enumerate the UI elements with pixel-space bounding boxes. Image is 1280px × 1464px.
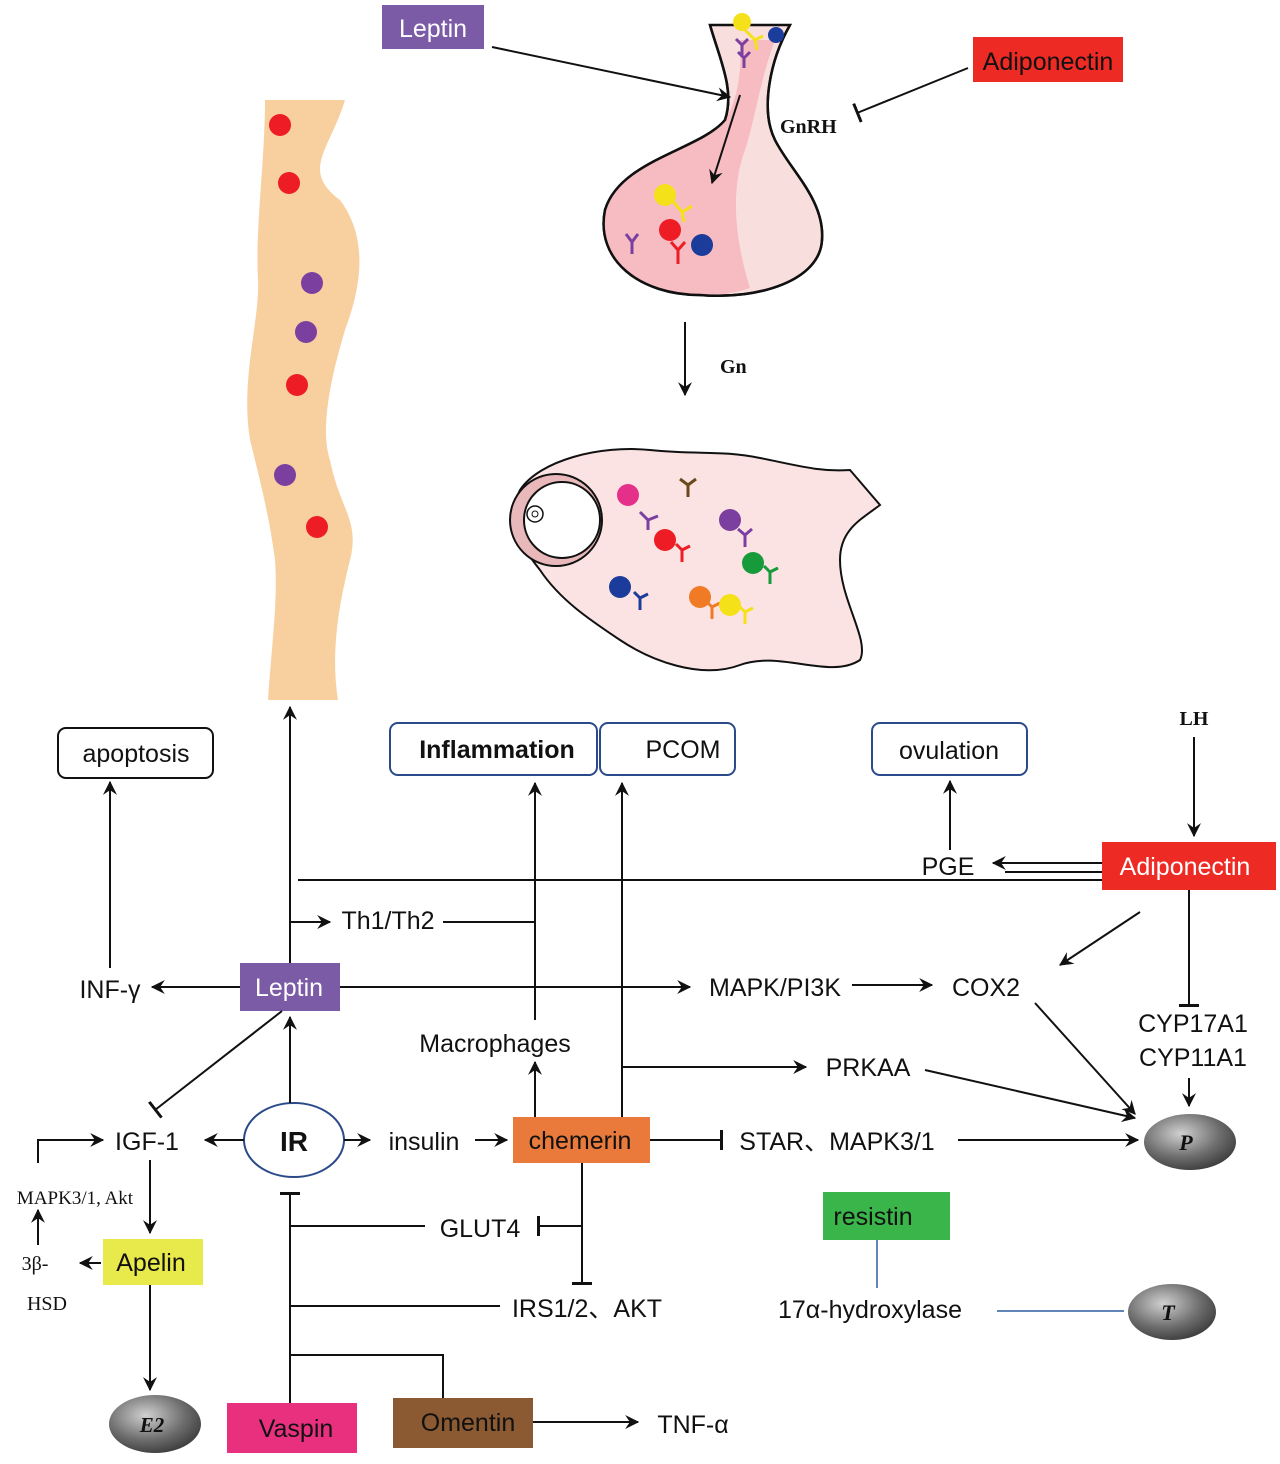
adiponectin-top-box: Adiponectin xyxy=(973,37,1123,82)
chemerin-label: chemerin xyxy=(529,1127,632,1155)
gnrh-label: GnRH xyxy=(780,116,837,138)
ir-node: IR xyxy=(243,1102,345,1178)
adiponectin-label: Adiponectin xyxy=(1120,853,1251,881)
mapk-pi3k-label: MAPK/PI3K xyxy=(709,974,841,1002)
macrophages-label: Macrophages xyxy=(419,1030,570,1058)
prkaa-label: PRKAA xyxy=(826,1054,911,1082)
vaspin-box: Vaspin xyxy=(227,1403,357,1453)
blood-vessel-molecules xyxy=(269,114,328,538)
irs-akt-label: IRS1/2、AKT xyxy=(512,1295,662,1323)
hydroxylase-label: 17α-hydroxylase xyxy=(778,1296,962,1324)
igf1-label: IGF-1 xyxy=(115,1128,179,1156)
inflammation-label: Inflammation xyxy=(419,736,575,764)
pge-label: PGE xyxy=(922,853,975,881)
insulin-label: insulin xyxy=(389,1128,460,1156)
ovulation-label: ovulation xyxy=(899,737,999,765)
cyp17a1-label: CYP17A1 xyxy=(1138,1010,1248,1038)
resistin-box: resistin xyxy=(823,1192,950,1240)
star-mapk-label: STAR、MAPK3/1 xyxy=(739,1128,934,1156)
e2-hormone-disc: E2 xyxy=(109,1395,201,1453)
leptin-top-box: Leptin xyxy=(382,5,484,49)
cyp11a1-label: CYP11A1 xyxy=(1139,1044,1247,1072)
adiponectin-box: Adiponectin xyxy=(1102,842,1276,890)
t-hormone-label: T xyxy=(1161,1300,1176,1325)
apelin-label: Apelin xyxy=(116,1249,186,1277)
th1th2-label: Th1/Th2 xyxy=(341,907,434,935)
hsd-line1-label: 3β- xyxy=(22,1253,49,1275)
e2-hormone-label: E2 xyxy=(139,1413,165,1437)
vaspin-label: Vaspin xyxy=(259,1415,334,1443)
ovary xyxy=(509,448,882,672)
top-edges xyxy=(491,46,969,397)
p-hormone-label: P xyxy=(1178,1130,1193,1155)
leptin-top-label: Leptin xyxy=(399,15,467,43)
omentin-box: Omentin xyxy=(393,1398,533,1448)
pcom-label: PCOM xyxy=(646,736,721,764)
apelin-box: Apelin xyxy=(103,1239,203,1285)
blood-vessel xyxy=(247,100,360,700)
ovulation-box: ovulation xyxy=(871,722,1028,776)
leptin-label: Leptin xyxy=(255,974,323,1002)
hsd-line2-label: HSD xyxy=(27,1293,67,1315)
t-hormone-disc: T xyxy=(1128,1284,1216,1340)
mapk-akt-label: MAPK3/1, Akt xyxy=(17,1188,134,1209)
apoptosis-label: apoptosis xyxy=(82,740,189,768)
lh-label: LH xyxy=(1180,708,1209,730)
ir-label: IR xyxy=(280,1126,308,1157)
chemerin-box: chemerin xyxy=(513,1117,650,1163)
omentin-label: Omentin xyxy=(421,1409,515,1437)
pathway-edges xyxy=(31,705,1201,1429)
p-hormone-disc: P xyxy=(1144,1114,1236,1170)
leptin-box: Leptin xyxy=(240,963,340,1011)
inf-gamma-label: INF-γ xyxy=(79,976,141,1004)
gn-label: Gn xyxy=(720,356,747,378)
inflammation-box: Inflammation xyxy=(389,722,598,776)
apoptosis-box: apoptosis xyxy=(57,727,214,779)
adiponectin-top-label: Adiponectin xyxy=(983,48,1114,76)
tnf-alpha-label: TNF-α xyxy=(657,1411,728,1439)
pituitary-gland xyxy=(602,13,824,297)
resistin-label: resistin xyxy=(833,1203,912,1231)
pcom-box: PCOM xyxy=(599,722,736,776)
glut4-label: GLUT4 xyxy=(440,1215,521,1243)
cox2-label: COX2 xyxy=(952,974,1020,1002)
association-lines xyxy=(876,1240,1124,1312)
